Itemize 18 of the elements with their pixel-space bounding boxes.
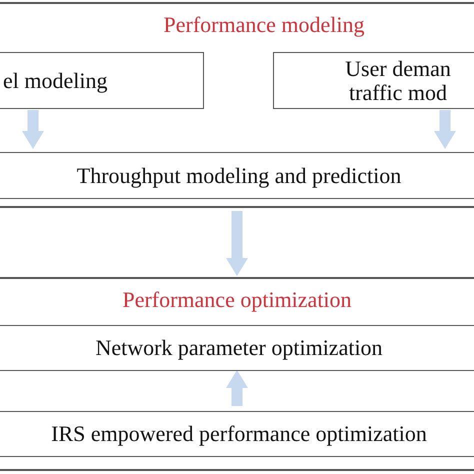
block-arrow (434, 110, 456, 149)
process-box (0, 52, 204, 109)
process-box (0, 152, 474, 199)
process-box (0, 411, 474, 457)
box-label: Throughput modeling and prediction (76, 164, 402, 188)
box-label: el modeling (3, 68, 108, 92)
group-title: Performance modeling (162, 12, 366, 38)
group-title: Performance optimization (121, 287, 353, 313)
block-arrow (226, 211, 248, 276)
block-arrow (22, 110, 44, 149)
process-box (273, 52, 474, 109)
process-box (0, 325, 474, 371)
box-label: Network parameter optimization (95, 336, 383, 360)
group-frame (0, 2, 474, 208)
block-arrow (226, 370, 248, 406)
group-frame (0, 277, 474, 471)
box-label: User deman traffic mod (344, 56, 452, 104)
box-label: IRS empowered performance optimization (51, 422, 427, 446)
